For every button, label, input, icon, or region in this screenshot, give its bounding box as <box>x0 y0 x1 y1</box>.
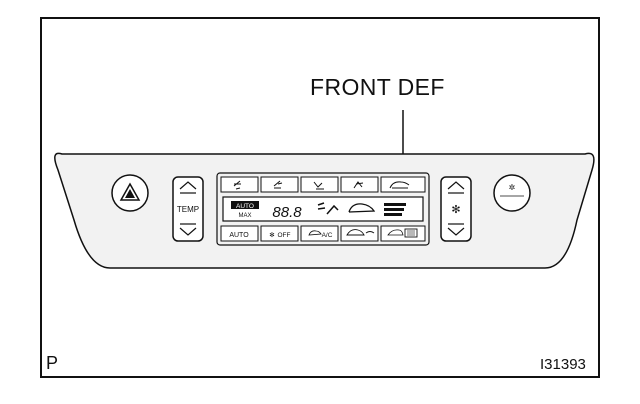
display-auto-badge: AUTO <box>236 203 254 210</box>
fan-down-arrow-icon <box>447 227 465 236</box>
display-auto-badge-bg <box>231 201 259 209</box>
off-button[interactable] <box>260 225 299 242</box>
foot-vent-icon <box>313 181 324 190</box>
bi-level-vent-icon <box>273 180 283 189</box>
display-fan-bar-2 <box>384 208 404 211</box>
temp-down-arrow-icon <box>179 227 197 236</box>
off-label: OFF <box>278 232 291 239</box>
display-mode-sub: MAX <box>238 213 251 219</box>
front-defroster-icon <box>389 181 410 189</box>
ac-label: A/C <box>322 232 333 239</box>
gear-icon: ✲ <box>509 183 516 192</box>
hazard-triangle-icon-inner <box>125 189 135 198</box>
ac-car-icon <box>308 230 322 236</box>
foot-defrost-icon <box>353 181 364 189</box>
center-module <box>216 172 430 246</box>
figure-code-right: I31393 <box>540 356 586 373</box>
display-airflow-icon <box>317 202 339 215</box>
display-fan-bar-3 <box>384 213 402 216</box>
top-row-buttons <box>220 176 426 193</box>
bi-level-vent-button[interactable] <box>260 176 299 193</box>
fan-icon: ✻ <box>451 204 460 216</box>
temp-rocker[interactable]: TEMP <box>172 176 204 242</box>
front-defroster-button[interactable] <box>380 176 426 193</box>
off-fan-icon: ✻ <box>269 231 275 239</box>
face-vent-icon <box>233 180 241 190</box>
right-round-button[interactable]: ✲ <box>493 174 531 212</box>
display-digits: 88.8 <box>272 204 302 221</box>
recirculation-button[interactable] <box>340 225 379 242</box>
auto-label: AUTO <box>229 232 249 239</box>
foot-vent-button[interactable] <box>300 176 339 193</box>
fan-rocker[interactable]: ✻ <box>440 176 472 242</box>
auto-button[interactable] <box>220 225 259 242</box>
temp-label: TEMP <box>177 205 199 214</box>
bottom-row-buttons: AUTO ✻ OFF A/C <box>220 225 426 242</box>
temp-up-arrow-icon <box>179 181 197 190</box>
front-def-callout-label: FRONT DEF <box>310 74 445 100</box>
ac-button[interactable] <box>300 225 339 242</box>
rear-car-icon <box>387 229 404 236</box>
figure-code-left: P <box>46 353 59 373</box>
hazard-triangle-icon <box>119 182 141 201</box>
fan-up-arrow-icon <box>447 181 465 190</box>
display-fan-bar-1 <box>384 203 406 206</box>
hazard-button[interactable] <box>111 174 149 212</box>
display-car-icon <box>348 203 376 213</box>
recirculation-icon <box>346 229 375 236</box>
rear-defogger-icon <box>404 228 418 238</box>
